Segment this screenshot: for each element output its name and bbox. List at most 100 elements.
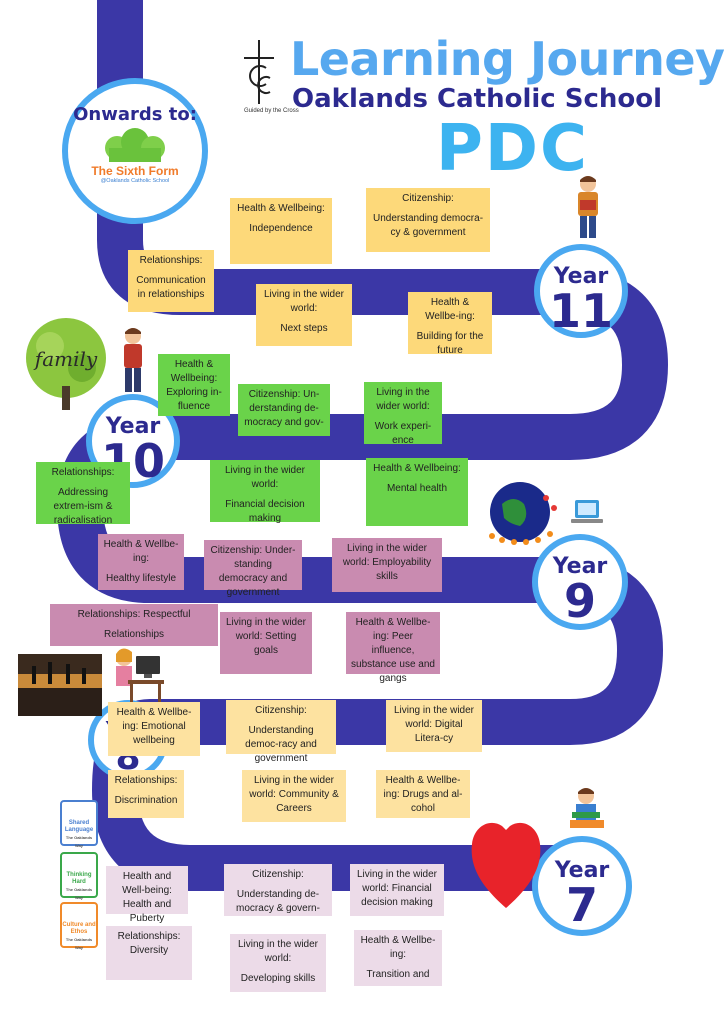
note-heading: Health and Well-being: Health and Pubert… [122,871,172,924]
note-y7-developing-skills: Living in the wider world:Developing ski… [230,934,326,992]
note-heading: Living in the wider world: [263,289,345,314]
note-body: Communication in relationships [136,275,206,300]
note-y10-mental-health: Health & Wellbeing: Mental health [366,458,468,526]
note-body: Understanding de-mocracy & govern- [236,889,320,914]
note-heading: Citizenship: [252,869,304,880]
note-body: Relationships [103,629,165,640]
note-y7-diversity: Relationships: Diversity [106,926,192,980]
year-9-badge: Year 9 [532,534,628,630]
year-number: 11 [548,284,613,338]
note-heading: Citizenship: Un-derstanding de-mocracy a… [244,389,324,428]
year-word: Year [105,414,161,439]
subject-title: PDC [436,112,589,186]
note-body: Discrimination [114,795,178,806]
year-11-badge: Year 11 [534,244,628,338]
note-y7-transition: Health & Wellbe-ing:Transition and [354,930,442,986]
page-title: Learning Journey [290,32,724,86]
cloud-icon [105,128,165,162]
student-reading-icon [570,174,606,244]
note-heading: Living in the wider world: Community & C… [249,775,339,814]
culture-ethos-card: Culture and Ethos The Oaklands Way [60,902,98,950]
onwards-label: Onwards to: [73,104,197,125]
sunset-silhouettes-image [18,654,102,716]
note-heading: Relationships: [51,467,115,478]
note-heading: Relationships: Diversity [117,931,181,956]
note-y9-peer-influence: Health & Wellbe-ing: Peer influence, sub… [346,612,440,684]
note-y10-financial: Living in the wider world: Financial deci… [210,460,320,524]
year-word: Year [552,554,608,579]
note-y8-citizenship: Citizenship: Understanding democ-racy and… [226,700,336,764]
note-y10-exploring-influence: Health & Wellbeing: Exploring in-fluence [158,354,230,416]
note-body: Addressing extrem-ism & radicalisation [53,487,113,526]
note-y8-community-careers: Living in the wider world: Community & C… [242,770,346,822]
thinking-hard-card: Thinking Hard The Oaklands Way [60,852,98,900]
note-body: Building for the future [416,331,484,356]
note-body: Next steps [280,323,328,334]
note-heading: Health & Wellbeing: Exploring in-fluence [166,359,222,412]
student-standing-icon [118,326,148,396]
note-y9-healthy-lifestyle: Health & Wellbe-ing: Healthy lifestyle [98,534,184,590]
note-heading: Living in the wider world: Employability… [342,543,432,582]
heart-icon [470,812,542,912]
note-y7-health-puberty: Health and Well-being: Health and Pubert… [106,866,188,924]
note-body: Healthy lifestyle [105,573,177,584]
note-heading: Living in the wider world: Digital Liter… [393,705,475,744]
student-books-icon [566,786,608,834]
note-heading: Relationships: [139,255,203,266]
note-y11-next-steps: Living in the wider world: Next steps [256,284,352,346]
card-sub: The Oaklands Way [65,835,93,848]
note-heading: Citizenship: Under-standing democracy an… [210,545,296,598]
note-heading: Citizenship: [402,193,454,204]
note-heading: Health & Wellbeing: [373,463,461,474]
sixth-form-sub: @Oaklands Catholic School [100,178,170,184]
note-body: Understanding democra-cy & government [372,213,484,238]
year-word: Year [554,858,610,883]
note-y8-drugs-alcohol: Health & Wellbe-ing: Drugs and al-cohol [376,770,470,818]
note-y8-emotional-wellbeing: Health & Wellbe-ing: Emotional wellbeing [108,702,200,756]
note-heading: Citizenship: [255,705,307,716]
card-title: Culture and Ethos [62,922,96,935]
note-y9-citizenship: Citizenship: Under-standing democracy an… [204,540,302,598]
school-name: Oaklands Catholic School [292,84,663,114]
note-heading: Health & Wellbe-ing: [360,935,436,960]
shared-language-card: Shared Language The Oaklands Way [60,800,98,848]
onwards-sixth-form-badge: Onwards to: The Sixth Form @Oaklands Cat… [62,78,208,224]
sixth-form-label: The Sixth Form [91,164,179,178]
note-body: Independence [249,223,313,234]
note-y7-financial: Living in the wider world: Financial dec… [350,864,444,916]
note-body: Work experi-ence [374,421,432,446]
note-body: Understanding democ-racy and government [245,725,317,764]
card-title: Thinking Hard [66,872,92,885]
family-word: family [33,347,98,371]
note-y10-citizenship: Citizenship: Un-derstanding de-mocracy a… [238,384,330,436]
family-tree-icon: family [22,316,110,412]
note-heading: Health & Wellbe-ing: [425,297,475,322]
note-heading: Living in the wider world: [224,465,306,490]
globe-people-icon [480,474,570,554]
card-sub: The Oaklands Way [65,887,93,900]
note-y9-setting-goals: Living in the wider world: Setting goals [220,612,312,674]
note-y9-employability: Living in the wider world: Employability… [332,538,442,592]
note-heading: Health & Wellbe-ing: Drugs and al-cohol [383,775,463,814]
note-heading: Health & Wellbe-ing: [103,539,179,564]
year-7-badge: Year 7 [532,836,632,936]
note-heading: Relationships: Respectful [77,609,191,620]
laptop-icon [570,496,604,530]
note-heading: Living in the wider world: Financial dec… [356,869,438,908]
note-body: Developing skills [240,973,316,984]
year-word: Year [553,264,609,289]
note-heading: Relationships: [114,775,178,786]
note-y11-citizenship: Citizenship: Understanding democra-cy & g… [366,188,490,252]
card-title: Shared Language [64,820,94,833]
note-heading: Health & Wellbe-ing: Emotional wellbeing [116,707,192,746]
note-heading: Living in the wider world: Setting goals [225,617,307,656]
note-body: Mental health [386,483,448,494]
note-y7-citizenship: Citizenship: Understanding de-mocracy & g… [224,864,332,916]
note-y11-independence: Health & Wellbeing:Independence [230,198,332,264]
note-body: Financial decision making [225,499,305,524]
year-number: 9 [563,574,596,628]
note-heading: Health & Wellbe-ing: Peer influence, sub… [351,617,435,684]
note-heading: Living in the wider world: [376,387,430,412]
crest-caption: Guided by the Cross [244,108,299,114]
